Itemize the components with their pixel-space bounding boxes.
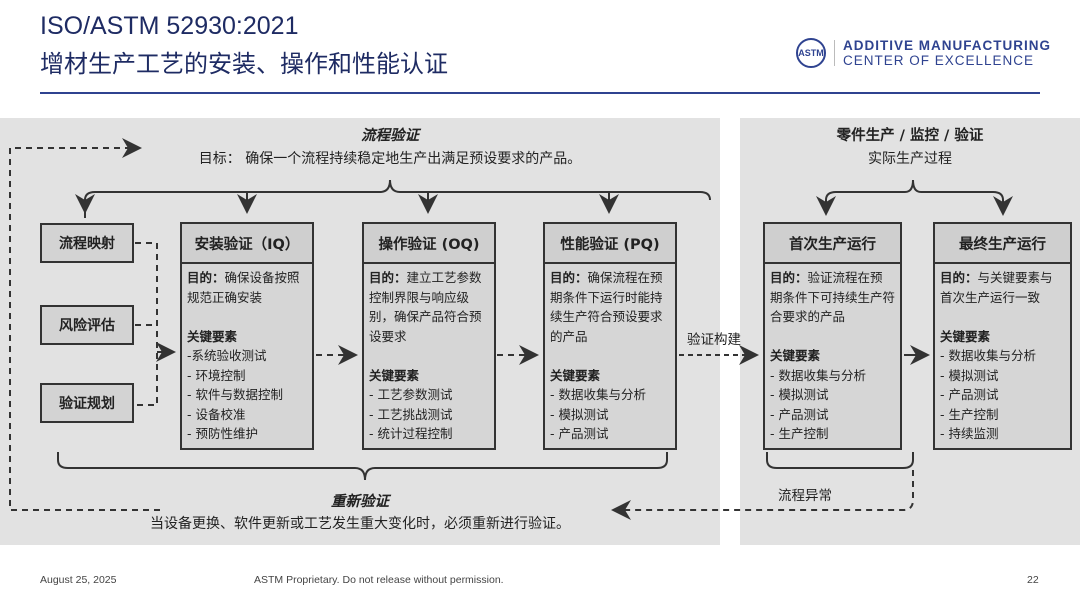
pq-purpose: 确保流程在预期条件下运行时能持续生产符合预设要求的产品: [550, 270, 663, 344]
iq-item: - 预防性维护: [187, 426, 258, 441]
slide-title: ISO/ASTM 52930:2021: [40, 12, 299, 40]
astm-logo-icon: ASTM: [796, 38, 826, 68]
inputs-dashed: [135, 242, 172, 406]
oq-box: 操作验证 (OQ) 目的：建立工艺参数控制界限与响应级别，确保产品符合预设要求 …: [362, 222, 496, 450]
bottom-brace-right: [766, 452, 914, 469]
logo-divider: [834, 40, 835, 66]
oq-purpose-label: 目的：: [369, 270, 407, 285]
production-subheading: 实际生产过程: [868, 151, 952, 167]
revalidation-text: 当设备更换、软件更新或工艺发生重大变化时，必须重新进行验证。: [150, 516, 570, 532]
oq-purpose: 建立工艺参数控制界限与响应级别，确保产品符合预设要求: [369, 270, 482, 344]
right-brace: [825, 179, 1004, 212]
first-run-item: - 生产控制: [770, 426, 829, 441]
pq-title: 性能验证 (PQ): [545, 224, 675, 264]
pq-key-label: 关键要素: [550, 367, 601, 383]
first-run-purpose: 验证流程在预期条件下可持续生产符合要求的产品: [770, 270, 896, 324]
final-run-item: - 数据收集与分析: [940, 348, 1036, 363]
input-process-mapping: 流程映射: [40, 223, 134, 263]
oq-item: - 工艺挑战测试: [369, 406, 453, 422]
iq-purpose: 确保设备按照规范正确安装: [187, 270, 300, 305]
pq-item: - 产品测试: [550, 426, 609, 441]
logo-line1: ADDITIVE MANUFACTURING: [843, 38, 1051, 53]
first-run-box: 首次生产运行 目的：验证流程在预期条件下可持续生产符合要求的产品 关键要素 - …: [763, 222, 902, 450]
final-run-item: - 持续监测: [940, 426, 999, 441]
process-validation-heading: 流程验证: [361, 128, 419, 144]
oq-title: 操作验证 (OQ): [364, 224, 494, 264]
iq-item: - 软件与数据控制: [187, 387, 283, 402]
final-run-item: - 模拟测试: [940, 367, 999, 383]
revalidation-title: 重新验证: [331, 494, 389, 510]
pq-item: - 数据收集与分析: [550, 387, 646, 402]
slide-subtitle: 增材生产工艺的安装、操作和性能认证: [40, 50, 448, 78]
pq-box: 性能验证 (PQ) 目的：确保流程在预期条件下运行时能持续生产符合预设要求的产品…: [543, 222, 677, 450]
first-run-item: - 模拟测试: [770, 387, 829, 402]
iq-purpose-label: 目的：: [187, 270, 225, 285]
iq-item: - 环境控制: [187, 367, 246, 383]
astm-logo: ASTM ADDITIVE MANUFACTURING CENTER OF EX…: [796, 38, 1051, 68]
iq-title: 安装验证（IQ）: [182, 224, 312, 264]
final-run-item: - 生产控制: [940, 406, 999, 422]
first-run-title: 首次生产运行: [765, 224, 900, 264]
iq-item: -系统验收测试: [187, 348, 267, 363]
bridge-label: 验证构建: [687, 332, 741, 348]
oq-key-label: 关键要素: [369, 367, 420, 383]
logo-line2: CENTER OF EXCELLENCE: [843, 53, 1035, 68]
title-divider: [40, 92, 1040, 94]
iq-key-label: 关键要素: [187, 328, 238, 344]
top-brace-left: [84, 179, 711, 218]
process-validation-goal: 目标： 确保一个流程持续稳定地生产出满足预设要求的产品。: [198, 151, 582, 167]
anomaly-dashed: [611, 470, 914, 520]
revalidation-loop: [9, 138, 160, 511]
oq-item: - 统计过程控制: [369, 426, 453, 441]
production-heading: 零件生产 / 监控 / 验证: [836, 128, 984, 144]
pq-item: - 模拟测试: [550, 406, 609, 422]
footer-date: August 25, 2025: [40, 574, 117, 586]
input-validation-planning: 验证规划: [40, 383, 134, 423]
first-run-key-label: 关键要素: [770, 348, 821, 363]
first-run-item: - 数据收集与分析: [770, 367, 866, 383]
bottom-brace-left: [57, 452, 668, 481]
iq-box: 安装验证（IQ） 目的：确保设备按照规范正确安装 关键要素 -系统验收测试 - …: [180, 222, 314, 450]
footer-notice: ASTM Proprietary. Do not release without…: [254, 574, 504, 586]
final-run-purpose: 与关键要素与首次生产运行一致: [940, 270, 1053, 305]
final-run-title: 最终生产运行: [935, 224, 1070, 264]
pq-purpose-label: 目的：: [550, 270, 588, 285]
iq-item: - 设备校准: [187, 406, 246, 422]
final-run-key-label: 关键要素: [940, 328, 991, 344]
anomaly-label: 流程异常: [778, 488, 832, 504]
first-run-item: - 产品测试: [770, 406, 829, 422]
oq-item: - 工艺参数测试: [369, 387, 453, 402]
final-run-box: 最终生产运行 目的：与关键要素与首次生产运行一致 关键要素 - 数据收集与分析 …: [933, 222, 1072, 450]
final-run-item: - 产品测试: [940, 387, 999, 402]
input-risk-assessment: 风险评估: [40, 305, 134, 345]
first-run-purpose-label: 目的：: [770, 270, 808, 285]
final-run-purpose-label: 目的：: [940, 270, 978, 285]
page-number: 22: [1027, 574, 1039, 586]
